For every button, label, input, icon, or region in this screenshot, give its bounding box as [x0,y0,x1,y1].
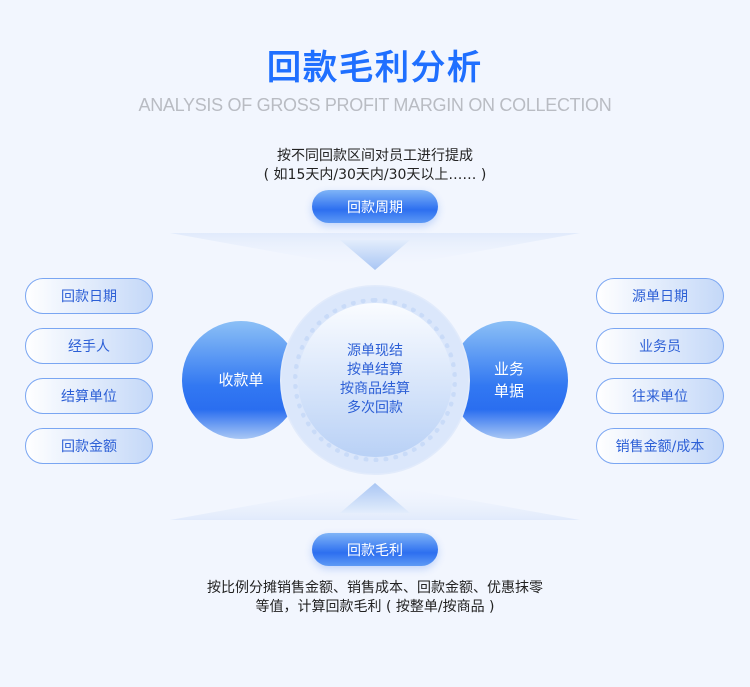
left-item-handler: 经手人 [25,328,153,364]
business-doc-line2: 单据 [493,382,524,400]
beam-decorations [170,233,580,520]
left-item-settlement-unit: 结算单位 [25,378,153,414]
top-description-line2: ( 如15天内/30天内/30天以上…… ) [263,167,487,183]
right-item-sales-cost: 销售金额/成本 [596,428,724,464]
center-line: 多次回款 [347,400,403,416]
receipt-circle-label: 收款单 [218,371,264,389]
left-item-collection-amount: 回款金额 [25,428,153,464]
center-line: 按单结算 [347,362,403,378]
center-line: 按商品结算 [340,381,410,397]
page-subtitle: ANALYSIS OF GROSS PROFIT MARGIN ON COLLE… [138,95,612,115]
collection-profit-pill: 回款毛利 [312,533,438,566]
top-arrow [340,240,410,270]
bottom-arrow [340,483,410,513]
bottom-description-line1: 按比例分摊销售金额、销售成本、回款金额、优惠抹零 [207,580,543,596]
page-title: 回款毛利分析 [267,48,483,88]
bottom-description-line2: 等值，计算回款毛利 ( 按整单/按商品 ) [255,599,495,615]
center-line: 源单现结 [347,343,403,359]
right-item-partner: 往来单位 [596,378,724,414]
business-doc-line1: 业务 [493,360,524,378]
top-description-line1: 按不同回款区间对员工进行提成 [277,148,473,164]
right-item-salesperson: 业务员 [596,328,724,364]
left-item-collection-date: 回款日期 [25,278,153,314]
center-dotted-ring [293,298,457,462]
right-item-source-date: 源单日期 [596,278,724,314]
collection-period-pill: 回款周期 [312,190,438,223]
center-circle: 源单现结 按单结算 按商品结算 多次回款 [298,303,452,457]
